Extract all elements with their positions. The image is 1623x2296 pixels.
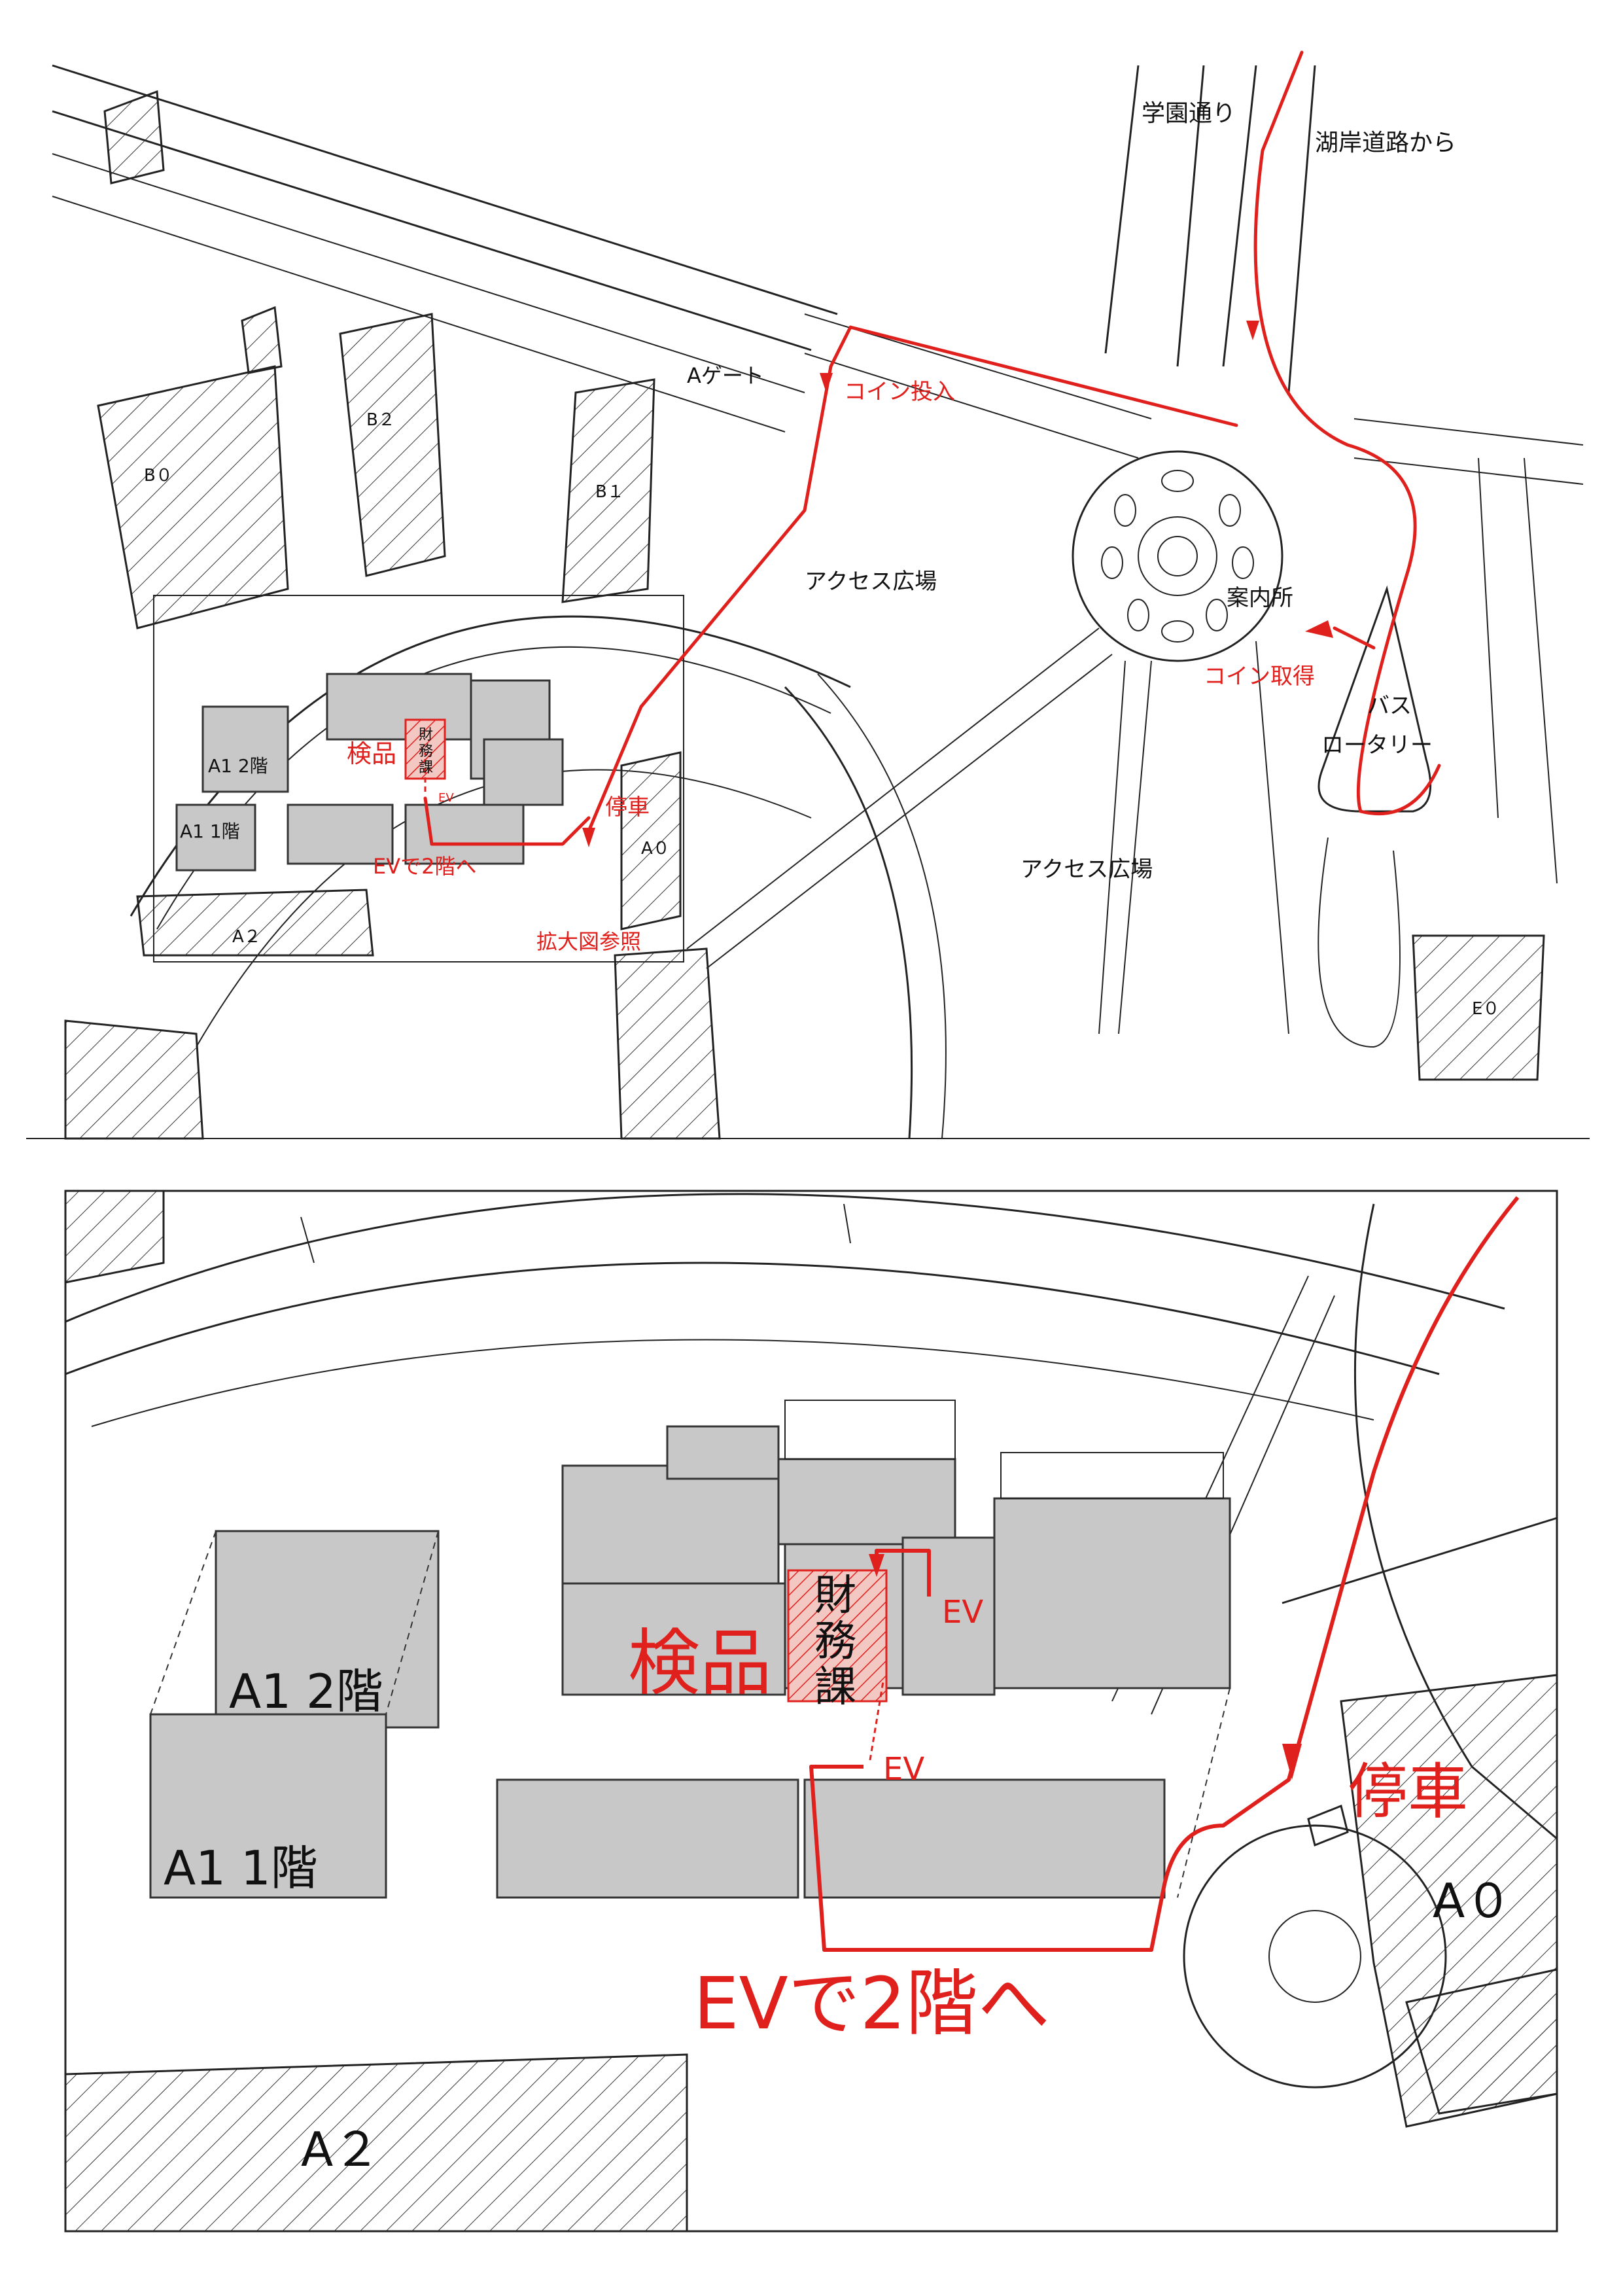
label-b2: B２ bbox=[366, 410, 395, 430]
building-b0 bbox=[97, 365, 289, 629]
label-ev-upper: EV bbox=[942, 1594, 983, 1631]
overview-map: 学園通り 湖岸道路から Aゲート コイン投入 アクセス広場 アクセス広場 案内所… bbox=[26, 50, 1590, 1140]
label-gate: Aゲート bbox=[687, 363, 764, 388]
detail-zaimu-room bbox=[787, 1569, 888, 1703]
detail-map: A1 2階 A1 1階 検品 財 務 課 EV EV 停車 EVで2階へ A０ … bbox=[64, 1190, 1558, 2233]
detail-a1-building bbox=[149, 1400, 1231, 1899]
label-zaimu-3: 課 bbox=[814, 1663, 856, 1712]
a1-2f-block bbox=[215, 1530, 440, 1729]
label-zaimu-small-1: 財 bbox=[419, 727, 433, 743]
a1-1f-block bbox=[149, 1713, 387, 1899]
label-zoom-ref: 拡大図参照 bbox=[536, 929, 641, 954]
building-e0 bbox=[1412, 934, 1545, 1081]
detail-route bbox=[809, 1196, 1520, 1952]
label-ev-lower: EV bbox=[883, 1751, 924, 1788]
label-detail-a0: A０ bbox=[1433, 1873, 1512, 1928]
parked-car bbox=[1307, 1804, 1349, 1847]
label-ev-small: EV bbox=[438, 791, 454, 805]
label-ev2f-small: EVで2階へ bbox=[373, 854, 476, 879]
label-e0: E０ bbox=[1472, 999, 1499, 1019]
label-gakuen-road: 学園通り bbox=[1142, 100, 1236, 127]
label-coin-get: コイン取得 bbox=[1204, 663, 1315, 690]
roundabout bbox=[1072, 450, 1283, 662]
road-line bbox=[52, 64, 838, 315]
label-floor1-small: A1 1階 bbox=[180, 821, 240, 842]
label-kenpin-small: 検品 bbox=[347, 739, 396, 768]
label-a0: A０ bbox=[641, 839, 670, 858]
label-b1: B１ bbox=[595, 482, 624, 502]
label-bus-2: ロータリー bbox=[1321, 732, 1433, 758]
label-kogan-road: 湖岸道路から bbox=[1315, 130, 1456, 156]
label-zaimu-2: 務 bbox=[814, 1617, 856, 1666]
label-detail-a2: A２ bbox=[301, 2122, 380, 2177]
label-kenpin: 検品 bbox=[628, 1621, 772, 1705]
label-bus-1: バス bbox=[1367, 693, 1412, 719]
label-plaza-1: アクセス広場 bbox=[805, 569, 937, 595]
label-zaimu-1: 財 bbox=[814, 1572, 856, 1620]
building-a2 bbox=[136, 889, 374, 957]
label-a2: A２ bbox=[232, 927, 261, 947]
label-zaimu-small-3: 課 bbox=[419, 760, 433, 776]
label-ev-2f: EVで2階へ bbox=[693, 1962, 1050, 2045]
label-floor2: A1 2階 bbox=[229, 1664, 383, 1719]
label-info-office: 案内所 bbox=[1227, 585, 1293, 611]
label-teisha: 停車 bbox=[1348, 1757, 1468, 1827]
label-teisha-small: 停車 bbox=[605, 794, 650, 821]
label-floor2-small: A1 2階 bbox=[208, 755, 268, 777]
building-a0 bbox=[620, 751, 682, 930]
building-b2 bbox=[339, 313, 446, 577]
label-b0: B０ bbox=[144, 466, 173, 486]
zoom-area-box bbox=[153, 595, 684, 963]
detail-building-a2 bbox=[64, 2053, 688, 2233]
label-floor1: A1 1階 bbox=[164, 1841, 318, 1896]
overview-a1-building bbox=[175, 673, 564, 872]
label-plaza-2: アクセス広場 bbox=[1021, 857, 1153, 883]
route-gate bbox=[587, 325, 1238, 833]
building-b1 bbox=[561, 378, 655, 603]
label-zaimu-small-2: 務 bbox=[419, 743, 433, 760]
route-main bbox=[1253, 50, 1441, 816]
label-coin-insert: コイン投入 bbox=[844, 379, 955, 405]
